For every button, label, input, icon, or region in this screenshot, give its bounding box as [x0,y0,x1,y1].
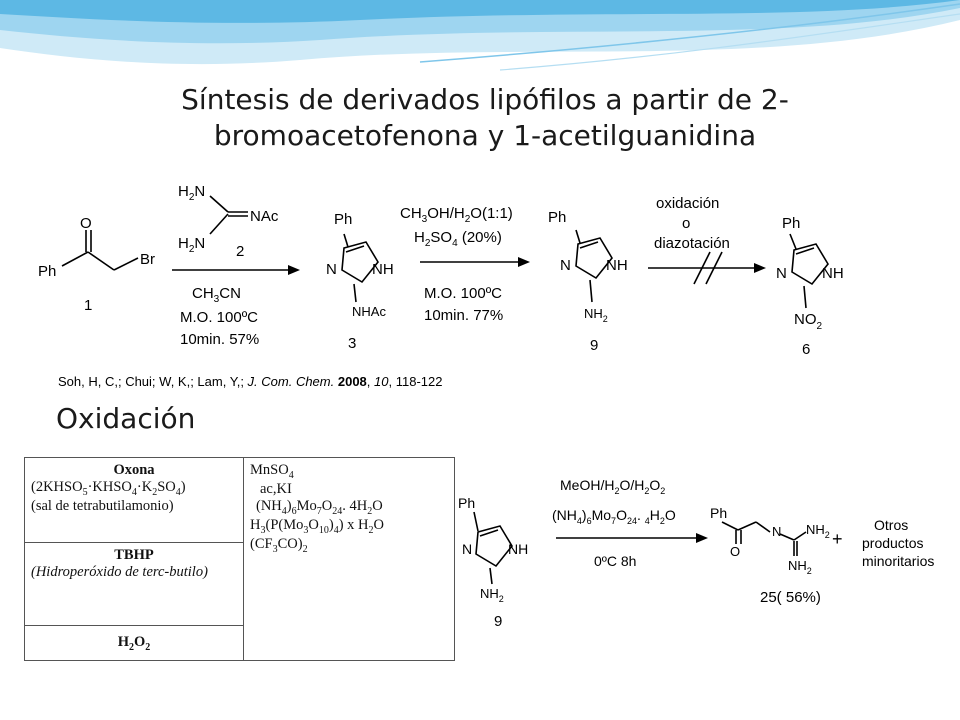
cond1-line3: 10min. 57% [180,331,259,348]
ref-volume: 10 [374,374,389,389]
cond3-top1: oxidación [656,195,719,212]
oxone-note: (sal de tetrabutilamonio) [31,497,174,514]
cell-tbhp: TBHP (Hidroperóxido de terc-butilo) [24,542,244,626]
side-products-line2: productos [862,535,923,551]
svg-text:O: O [730,544,740,559]
label-compound-25: 25( 56%) [760,589,821,606]
svg-text:N: N [462,541,472,557]
cond3-top2: o [682,215,690,232]
label-compound-2: 2 [236,243,244,260]
side-products-line3: minoritarios [862,553,934,569]
cond1-line1: CH3CN [192,285,241,305]
header-wave-decoration [0,0,960,71]
svg-text:NO2: NO2 [794,311,823,332]
label-compound-9-bottom: 9 [494,613,502,630]
slide-title: Síntesis de derivados lipófilos a partir… [181,83,789,152]
reagent-mnso4: MnSO4 [250,462,294,481]
svg-text:Ph: Ph [782,215,800,232]
svg-text:NH2: NH2 [584,306,608,324]
reagent-molybdate: (NH4)6Mo7O24. 4H2O [256,497,383,517]
svg-text:H2N: H2N [178,235,205,255]
cond2-top2: H2SO4 (20%) [414,229,502,249]
cell-h2o2: H2O2 [24,625,244,661]
side-products-line1: Otros [874,517,908,533]
cond2-bottom2: 10min. 77% [424,307,503,324]
svg-text:N: N [560,257,571,274]
svg-text:N: N [772,524,781,539]
cond2-bottom1: M.O. 100ºC [424,285,502,302]
svg-text:Ph: Ph [334,211,352,228]
svg-text:NH2: NH2 [788,558,812,576]
label-compound-9: 9 [590,337,598,354]
ref-pages: 118-122 [395,374,443,389]
svg-text:Ph: Ph [38,263,56,280]
oxidants-table: Oxona (2KHSO5·KHSO4·K2SO4) (sal de tetra… [24,457,455,661]
svg-text:Br: Br [140,251,155,268]
oxone-name: Oxona [113,462,155,478]
section-heading: Oxidación [56,402,196,435]
svg-text:NAc: NAc [250,208,279,225]
svg-text:Ph: Ph [548,209,566,226]
svg-text:Ph: Ph [458,495,475,511]
tbhp-name: TBHP [114,547,154,563]
ref-journal: J. Com. Chem. [247,374,335,389]
svg-text:NHAc: NHAc [352,304,386,319]
cond3-top3: diazotación [654,235,730,252]
cell-oxone: Oxona (2KHSO5·KHSO4·K2SO4) (sal de tetra… [24,457,244,543]
svg-text:NH2: NH2 [480,586,504,604]
cell-reagents: MnSO4 ac,KI (NH4)6Mo7O24. 4H2O H3(P(Mo3O… [243,457,455,661]
svg-text:NH: NH [606,257,628,274]
cond1-line2: M.O. 100ºC [180,309,258,326]
cond4-top2: (NH4)6Mo7O24. 4H2O [552,507,676,526]
cond4-bottom: 0ºC 8h [594,553,636,569]
svg-text:NH: NH [372,261,394,278]
svg-text:NH: NH [822,265,844,282]
ref-year: 2008 [337,374,367,389]
svg-text:+: + [832,529,843,549]
svg-text:Ph: Ph [710,505,727,521]
cond2-top1: CH3OH/H2O(1:1) [400,205,513,225]
svg-text:NH2: NH2 [806,522,830,540]
svg-text:O: O [80,215,92,232]
cond4-top1: MeOH/H2O/H2O2 [560,477,665,496]
reagent-phosphomolybdic: H3(P(Mo3O10)4) x H2O [250,516,384,536]
reagent-tfaa: (CF3CO)2 [250,535,308,555]
label-compound-6: 6 [802,341,810,358]
svg-text:NH: NH [508,541,528,557]
label-compound-3: 3 [348,335,356,352]
svg-text:N: N [326,261,337,278]
oxone-formula: (2KHSO5·KHSO4·K2SO4) [31,479,186,498]
label-compound-1: 1 [84,297,92,314]
tbhp-note: (Hidroperóxido de terc-butilo) [31,564,208,580]
reagent-aq-ki: ac,KI [260,480,292,497]
reference-citation: Soh, H, C,; Chui; W, K,; Lam, Y,; J. Com… [58,374,443,389]
ref-authors: Soh, H, C,; Chui; W, K,; Lam, Y,; [58,374,248,389]
svg-text:H2N: H2N [178,183,205,203]
svg-text:N: N [776,265,787,282]
